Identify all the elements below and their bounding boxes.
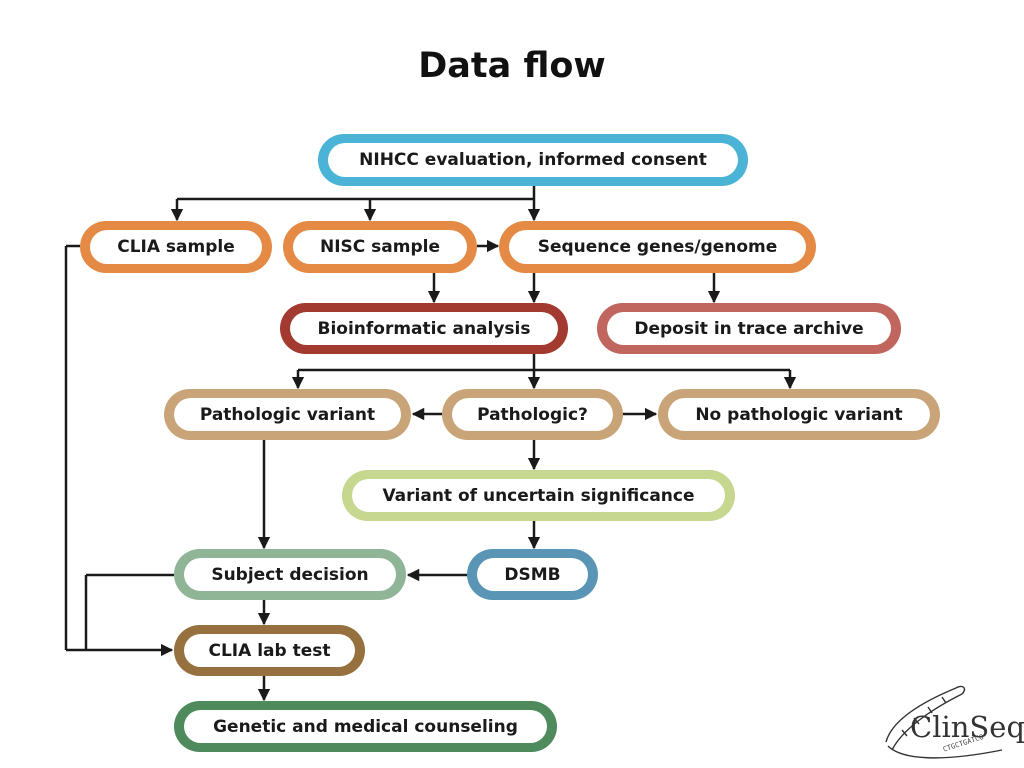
node-bioinformatic-analysis: Bioinformatic analysis: [280, 303, 568, 354]
dna-helix-icon: [885, 685, 1003, 759]
node-label: Pathologic?: [452, 398, 613, 431]
node-subject-decision: Subject decision: [174, 549, 406, 600]
node-label: Genetic and medical counseling: [184, 710, 547, 743]
node-label: Bioinformatic analysis: [290, 312, 558, 345]
node-clia-lab-test: CLIA lab test: [174, 625, 365, 676]
node-nihcc-consent: NIHCC evaluation, informed consent: [318, 134, 748, 186]
node-dsmb: DSMB: [467, 549, 598, 600]
node-label: Deposit in trace archive: [607, 312, 891, 345]
node-label: CLIA sample: [90, 230, 262, 264]
node-deposit-trace-archive: Deposit in trace archive: [597, 303, 901, 354]
node-genetic-medical-counseling: Genetic and medical counseling: [174, 701, 557, 752]
logo-wordmark: ClinSeq: [910, 710, 1024, 744]
node-variant-uncertain-significance: Variant of uncertain significance: [342, 470, 735, 521]
clinseq-logo: ClinSeq CTGCTGATCG: [882, 680, 1024, 764]
node-label: DSMB: [477, 558, 588, 591]
slide-title: Data flow: [418, 46, 606, 86]
node-no-pathologic-variant: No pathologic variant: [658, 389, 940, 440]
node-label: Sequence genes/genome: [509, 230, 806, 264]
node-pathologic-question: Pathologic?: [442, 389, 623, 440]
node-clia-sample: CLIA sample: [80, 221, 272, 273]
node-label: CLIA lab test: [184, 634, 355, 667]
node-label: No pathologic variant: [668, 398, 930, 431]
node-label: Pathologic variant: [174, 398, 401, 431]
node-label: Variant of uncertain significance: [352, 479, 725, 512]
node-pathologic-variant: Pathologic variant: [164, 389, 411, 440]
node-label: Subject decision: [184, 558, 396, 591]
node-label: NISC sample: [293, 230, 467, 264]
node-label: NIHCC evaluation, informed consent: [328, 143, 738, 177]
node-nisc-sample: NISC sample: [283, 221, 477, 273]
node-sequence-genes: Sequence genes/genome: [499, 221, 816, 273]
